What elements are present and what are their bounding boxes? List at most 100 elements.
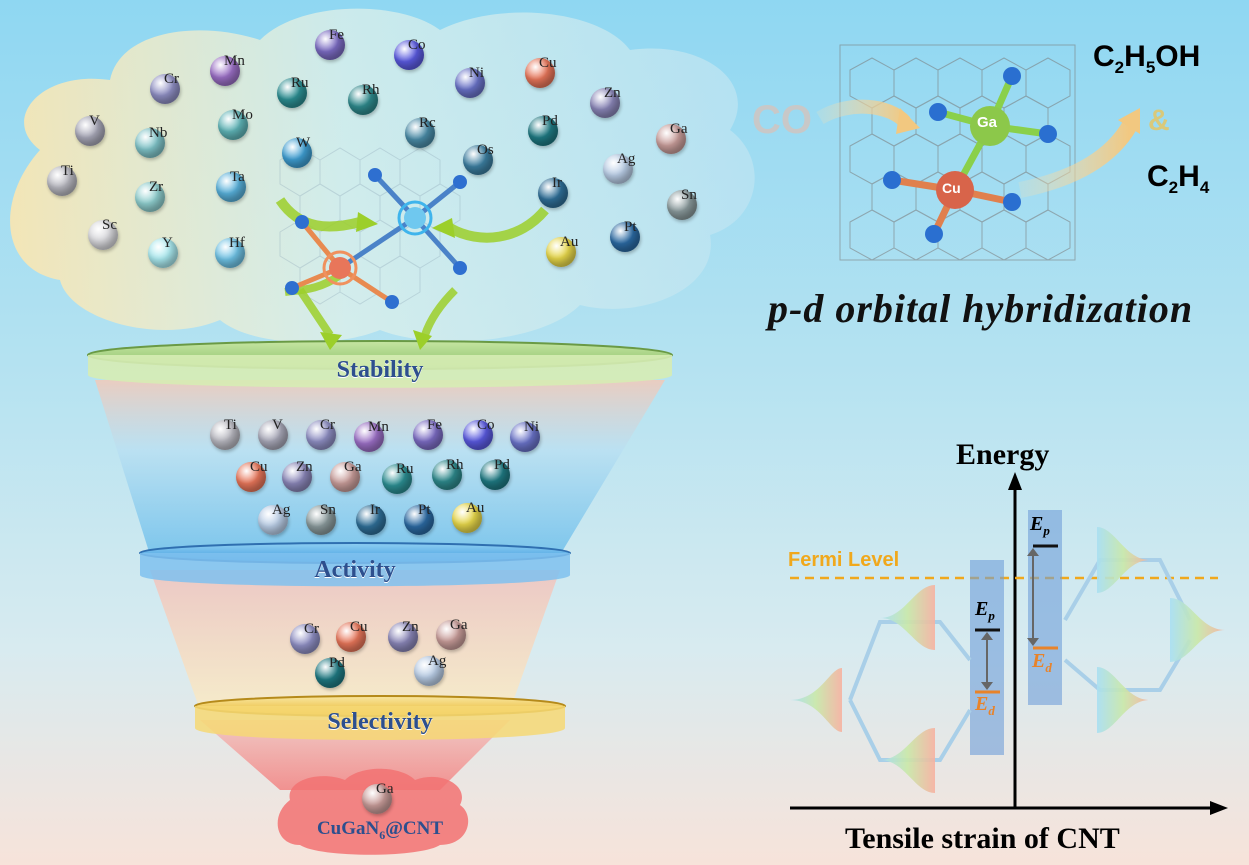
stage1-atom-label: Ru — [396, 461, 414, 477]
stage2-atom-cr: Cr — [290, 621, 320, 654]
stage1-atom-label: Mn — [368, 419, 389, 435]
stage1-atom-v: V — [258, 417, 288, 450]
stage1-atom-pt: Pt — [404, 502, 434, 535]
stage2-atom-label: Ag — [428, 653, 447, 669]
pool-atom-co: Co — [394, 37, 426, 70]
atom-cu-label: Cu — [942, 180, 961, 196]
dos-peak-6 — [1170, 598, 1225, 662]
stage1-atom-label: Zn — [296, 459, 313, 475]
final-atom-label: Ga — [376, 781, 394, 797]
product-ethylene: C2H4 — [1147, 160, 1209, 198]
pool-atom-rc: Rc — [405, 115, 436, 148]
product-ethanol: C2H5OH — [1093, 40, 1200, 78]
pool-atom-pd: Pd — [528, 113, 558, 146]
ep-label-left: Ep — [975, 598, 995, 624]
pool-atom-label: Co — [408, 37, 426, 53]
stage2-atom-label: Cu — [350, 619, 368, 635]
ed-label-left: Ed — [975, 693, 995, 719]
pool-atom-label: Ta — [230, 169, 245, 185]
pool-atom-os: Os — [463, 142, 494, 175]
pool-atom-label: Ir — [552, 175, 562, 191]
activity-label: Activity — [314, 557, 396, 583]
orbital-hybridization-caption: p-d orbital hybridization — [768, 286, 1194, 331]
pool-atom-mo: Mo — [218, 107, 253, 140]
pool-atom-label: Pd — [542, 113, 558, 129]
pool-atom-label: W — [296, 135, 311, 151]
stage1-atom-label: Cr — [320, 417, 335, 433]
stage1-atom-ir: Ir — [356, 502, 386, 535]
pool-atom-ag: Ag — [603, 151, 636, 184]
ed-label-right: Ed — [1032, 650, 1052, 676]
pool-atom-fe: Fe — [315, 27, 345, 60]
pool-atom-ga: Ga — [656, 121, 688, 154]
stage1-atom-label: Ti — [224, 417, 237, 433]
stage1-atom-label: Ir — [370, 502, 380, 518]
pool-atom-label: Cu — [539, 55, 557, 71]
stage1-atom-mn: Mn — [354, 419, 389, 452]
pool-atom-cu: Cu — [525, 55, 557, 88]
p2-s2: 4 — [1199, 178, 1210, 197]
p1-c: OH — [1155, 40, 1201, 73]
stage2-atom-ga: Ga — [436, 617, 468, 650]
stage1-atom-label: V — [272, 417, 283, 433]
pool-atom-label: V — [89, 113, 100, 129]
pool-atom-label: Ag — [617, 151, 636, 167]
catalyst-subscript: 6 — [379, 827, 386, 842]
atom-ga-label: Ga — [977, 114, 998, 131]
dos-peak-3 — [880, 728, 935, 793]
ep-left-p: p — [988, 608, 995, 623]
stage1-atom-co: Co — [463, 417, 495, 450]
stage1-atom-rh: Rh — [432, 457, 464, 490]
stage1-atom-fe: Fe — [413, 417, 443, 450]
p2-b: H — [1178, 160, 1200, 193]
pool-atom-label: Pt — [624, 219, 637, 235]
pool-atom-label: Mo — [232, 107, 253, 123]
stage1-atom-label: Ag — [272, 502, 291, 518]
fermi-level-label: Fermi Level — [788, 549, 900, 571]
stage2-atom-label: Ga — [450, 617, 468, 633]
ampersand: & — [1148, 104, 1170, 137]
reaction-molecule — [816, 67, 1140, 243]
pool-atom-sn: Sn — [667, 187, 697, 220]
p1-s1: 2 — [1114, 58, 1125, 77]
stage1-atom-cu: Cu — [236, 459, 268, 492]
pool-atom-label: Cr — [164, 71, 179, 87]
dos-peak-2 — [880, 585, 935, 650]
p2-a: C — [1147, 160, 1169, 193]
pool-atom-label: Fe — [329, 27, 344, 43]
pool-atom-nb: Nb — [135, 125, 168, 158]
stage1-atom-label: Ni — [524, 419, 539, 435]
pool-atom-rh: Rh — [348, 82, 380, 115]
stage1-atom-ni: Ni — [510, 419, 540, 452]
stage1-atom-label: Sn — [320, 502, 336, 518]
element-cloud — [10, 8, 755, 343]
pool-atom-au: Au — [546, 234, 578, 267]
pool-atom-label: Sc — [102, 217, 117, 233]
pool-atom-mn: Mn — [210, 53, 245, 86]
pool-atom-zr: Zr — [135, 179, 165, 212]
ep-right-p: p — [1043, 523, 1050, 538]
ep-label-right: Ep — [1030, 513, 1050, 539]
stage1-atom-label: Ga — [344, 459, 362, 475]
energy-diagram — [790, 472, 1228, 815]
pool-atom-w: W — [282, 135, 312, 168]
ep-left-e: E — [975, 598, 989, 620]
stage1-atom-label: Rh — [446, 457, 464, 473]
stage1-atom-sn: Sn — [306, 502, 336, 535]
pool-atom-label: Nb — [149, 125, 168, 141]
catalyst-prefix: CuGaN — [316, 818, 380, 839]
stage2-atom-label: Cr — [304, 621, 319, 637]
pool-atom-ti: Ti — [47, 163, 77, 196]
pool-atom-pt: Pt — [610, 219, 640, 252]
pool-atom-v: V — [75, 113, 105, 146]
stage1-atom-label: Au — [466, 500, 485, 516]
pool-atom-label: Zn — [604, 85, 621, 101]
stage1-atom-label: Pd — [494, 457, 510, 473]
stage1-atom-ru: Ru — [382, 461, 414, 494]
y-axis-arrow — [1008, 472, 1022, 490]
stage1-atom-label: Pt — [418, 502, 431, 518]
stage2-atom-label: Zn — [402, 619, 419, 635]
stage2-atom-label: Pd — [329, 655, 345, 671]
